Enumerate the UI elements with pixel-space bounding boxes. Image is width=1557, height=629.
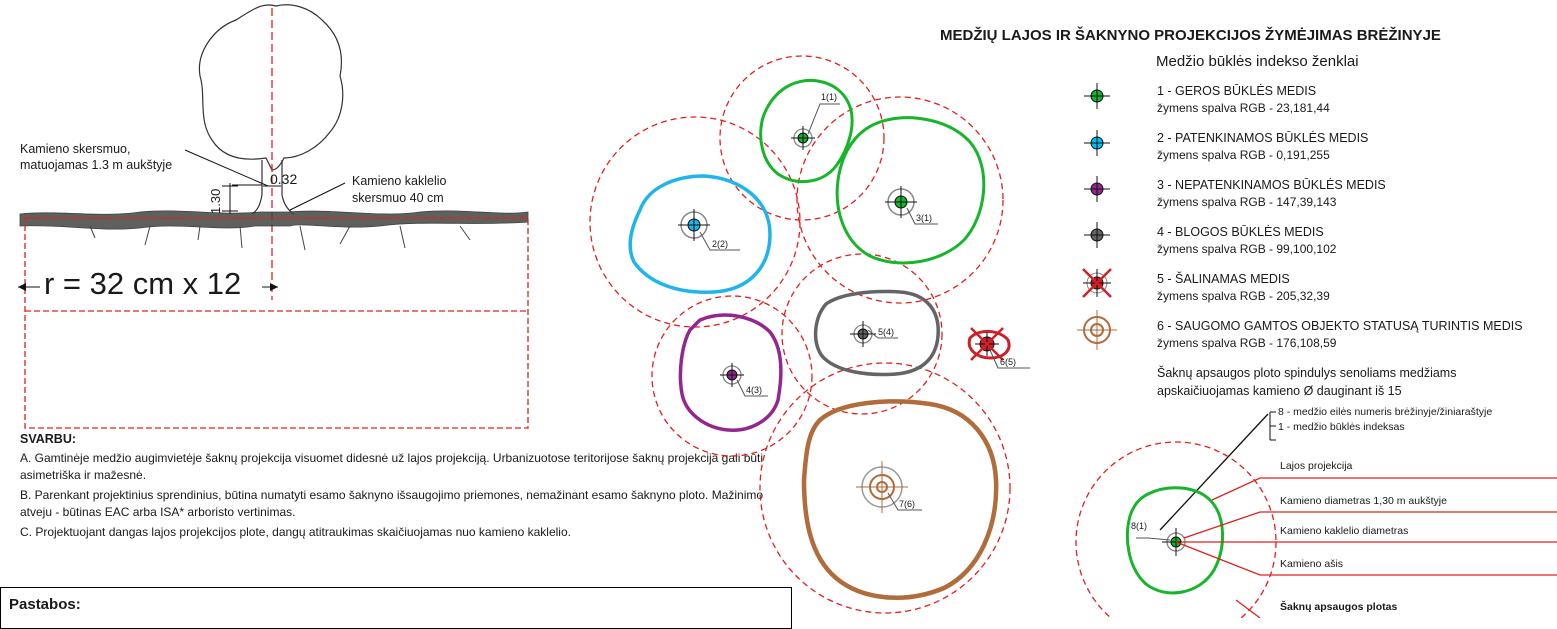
trunk-diameter-label-2: matuojamas 1.3 m aukštyje xyxy=(20,158,173,172)
tree-symbol-1 xyxy=(791,126,815,150)
trunk-diameter-leader xyxy=(184,149,269,187)
tree-symbol-7 xyxy=(856,461,908,513)
collar-leader xyxy=(289,182,346,211)
legend-item-3-name: 3 - NEPATENKINAMOS BŪKLĖS MEDIS xyxy=(1157,178,1386,192)
important-b-line1: B. Parenkant projektinius sprendinius, b… xyxy=(20,488,764,502)
legend-item-1-name: 1 - GEROS BŪKLĖS MEDIS xyxy=(1157,84,1317,98)
tree-symbol-2 xyxy=(678,209,710,241)
tree-tag-2: 2(2) xyxy=(712,239,729,249)
legend-item-2-name: 2 - PATENKINAMOS BŪKLĖS MEDIS xyxy=(1157,131,1369,145)
legend-note-1: Šaknų apsaugos ploto spindulys senoliams… xyxy=(1157,366,1457,380)
tree-symbol-6 xyxy=(970,327,1004,361)
important-heading: SVARBU: xyxy=(20,432,77,446)
important-c-line1: C. Projektuojant dangas lajos projekcijo… xyxy=(20,525,571,539)
crown-7 xyxy=(801,399,999,600)
ground-band xyxy=(19,210,529,230)
detail-index-1: 8 - medžio eilės numeris brėžinyje/žinia… xyxy=(1278,406,1493,418)
legend-title: MEDŽIŲ LAJOS IR ŠAKNYNO PROJEKCIJOS ŽYMĖ… xyxy=(940,27,1441,44)
tree-crown-outline xyxy=(198,4,344,171)
tree-tag-1: 1(1) xyxy=(821,92,838,102)
detail-label-crown: Lajos projekcija xyxy=(1280,460,1353,472)
legend-item-4-name: 4 - BLOGOS BŪKLĖS MEDIS xyxy=(1157,225,1324,239)
tree-symbol-5 xyxy=(850,321,876,347)
legend-item-1-rgb: žymens spalva RGB - 23,181,44 xyxy=(1157,101,1330,115)
detail-label-trunk-diameter: Kamieno diametras 1,30 m aukštyje xyxy=(1280,495,1447,507)
tree-tag-4: 4(3) xyxy=(746,385,763,395)
legend-item-4-rgb: žymens spalva RGB - 99,100,102 xyxy=(1157,242,1337,256)
detail-index-2: 1 - medžio būklės indeksas xyxy=(1278,421,1405,433)
tree-symbol-3 xyxy=(885,186,917,218)
crown-1 xyxy=(759,79,854,184)
tree-tag-6: 6(5) xyxy=(1000,357,1017,367)
tree-tag-7: 7(6) xyxy=(899,499,916,509)
important-a-line2: asimetriška ir mažesnė. xyxy=(20,468,147,482)
crown-4 xyxy=(678,313,783,432)
important-a-line1: A. Gamtinėje medžio augimvietėje šaknų p… xyxy=(20,451,764,465)
root-zone-rect xyxy=(24,217,529,429)
collar-label-2: skersmuo 40 cm xyxy=(352,191,444,205)
roots xyxy=(89,225,471,251)
crown-2 xyxy=(628,174,772,294)
diameter-dimension: 0.32 xyxy=(270,171,298,187)
legend-item-6-name: 6 - SAUGOMO GAMTOS OBJEKTO STATUSĄ TURIN… xyxy=(1157,319,1523,333)
legend-item-5-rgb: žymens spalva RGB - 205,32,39 xyxy=(1157,289,1330,303)
legend-item-2-rgb: žymens spalva RGB - 0,191,255 xyxy=(1157,148,1330,162)
remarks-label: Pastabos: xyxy=(9,596,81,613)
legend-note-2: apskaičiuojamas kamieno Ø dauginant iš 1… xyxy=(1157,384,1402,398)
crown-3 xyxy=(835,116,986,265)
detail-label-root-zone: Šaknų apsaugos plotas xyxy=(1280,601,1398,613)
tree-tag-5: 5(4) xyxy=(878,327,895,337)
legend-item-6-rgb: žymens spalva RGB - 176,108,59 xyxy=(1157,336,1337,350)
radius-formula: r = 32 cm x 12 xyxy=(44,266,242,301)
detail-crown xyxy=(1125,486,1225,595)
tree-symbol-4 xyxy=(720,363,744,387)
trunk-diameter-label-1: Kamieno skersmuo, xyxy=(20,142,131,156)
crown-6 xyxy=(967,330,1011,360)
crown-5 xyxy=(813,289,940,377)
detail-label-axis: Kamieno ašis xyxy=(1280,558,1344,570)
collar-label-1: Kamieno kaklelio xyxy=(352,174,447,188)
legend-item-5-name: 5 - ŠALINAMAS MEDIS xyxy=(1157,272,1290,286)
tree-tag-3: 3(1) xyxy=(916,213,933,223)
legend-item-3-rgb: žymens spalva RGB - 147,39,143 xyxy=(1157,195,1337,209)
legend-heading: Medžio būklės indekso ženklai xyxy=(1156,53,1359,70)
detail-label-collar: Kamieno kaklelio diametras xyxy=(1280,525,1409,537)
detail-tree-tag: 8(1) xyxy=(1131,521,1148,531)
important-b-line2: atveju - būtinas EAC arba ISA* arboristo… xyxy=(20,505,296,519)
